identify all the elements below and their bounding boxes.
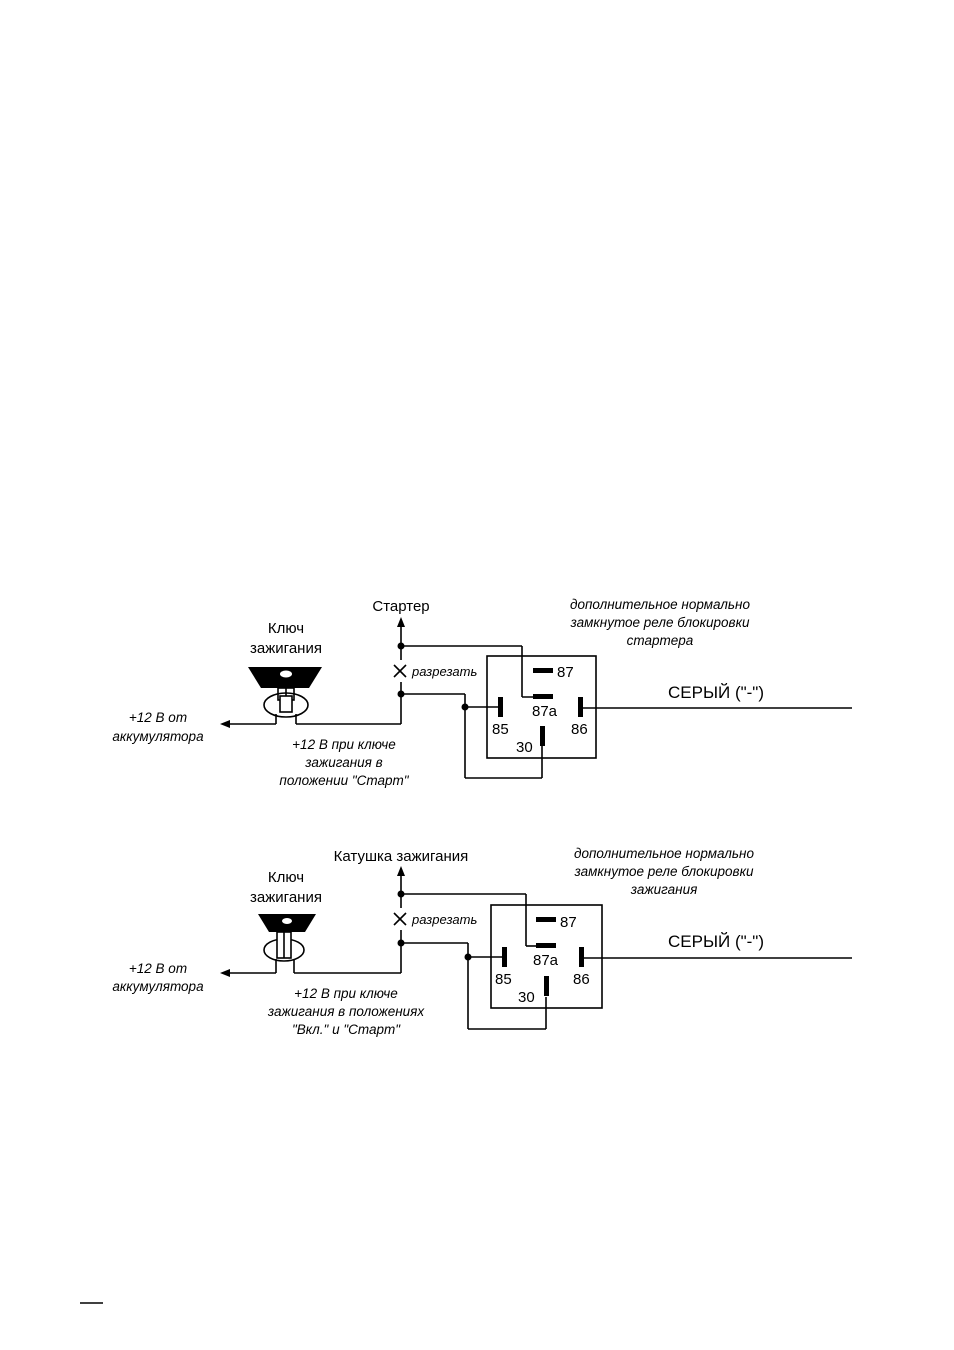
ignition-key-icon (248, 667, 322, 718)
ignition-position-line2: зажигания в положениях (267, 1004, 426, 1019)
cut-label: разрезать (411, 664, 477, 679)
cut-mark-icon (393, 912, 407, 926)
relay-description-line2: замкнутое реле блокировки (570, 615, 750, 630)
ignition-position-line1: +12 В при ключе (294, 986, 398, 1001)
relay-pin-30-label: 30 (518, 989, 535, 1006)
arrow-up-icon (397, 866, 405, 876)
relay-description-line1: дополнительное нормально (570, 597, 750, 612)
ignition-position-line2: зажигания в (304, 755, 382, 770)
arrow-left-icon (220, 720, 230, 728)
relay-description-line1: дополнительное нормально (574, 846, 754, 861)
battery-label-line2: аккумулятора (112, 729, 204, 744)
relay-pin-85-label: 85 (492, 721, 509, 738)
diagram-ignition-coil: Катушка зажигания Ключ зажигания +12 В о… (112, 846, 852, 1037)
ignition-key-label-line1: Ключ (268, 620, 304, 637)
relay-pin-87 (533, 668, 553, 673)
relay-pin-86 (579, 947, 584, 967)
ignition-key-icon (258, 914, 316, 962)
ignition-key-label-line1: Ключ (268, 869, 304, 886)
cut-label: разрезать (411, 912, 477, 927)
target-label: Катушка зажигания (334, 848, 469, 865)
relay-pin-86-label: 86 (573, 971, 590, 988)
relay-pin-86 (578, 697, 583, 717)
relay-pin-30-label: 30 (516, 739, 533, 756)
relay-pin-87a-label: 87a (533, 952, 559, 969)
target-label: Стартер (372, 598, 429, 615)
relay-pin-87a (536, 943, 556, 948)
relay-pin-86-label: 86 (571, 721, 588, 738)
ignition-key-label-line2: зажигания (250, 889, 322, 906)
ignition-position-line3: положении "Старт" (279, 773, 409, 788)
relay-pin-87 (536, 917, 556, 922)
ignition-key-label-line2: зажигания (250, 640, 322, 657)
battery-label-line2: аккумулятора (112, 979, 204, 994)
relay-description-line3: стартера (627, 633, 694, 648)
relay-pin-30 (544, 976, 549, 996)
battery-label-line1: +12 В от (129, 710, 187, 725)
relay-pin-87-label: 87 (560, 914, 577, 931)
relay-pin-87a (533, 694, 553, 699)
grey-wire-label: СЕРЫЙ ("-") (668, 932, 764, 951)
relay-pin-87a-label: 87a (532, 703, 558, 720)
arrow-up-icon (397, 617, 405, 627)
relay-box (490, 904, 603, 1009)
diagram-starter: Стартер Ключ зажигания +12 В от аккумуля… (112, 597, 852, 788)
relay-pin-85 (502, 947, 507, 967)
relay-description-line3: зажигания (630, 882, 698, 897)
relay-pin-87-label: 87 (557, 664, 574, 681)
battery-label-line1: +12 В от (129, 961, 187, 976)
arrow-left-icon (220, 969, 230, 977)
grey-wire-label: СЕРЫЙ ("-") (668, 683, 764, 702)
relay-pin-85 (498, 697, 503, 717)
cut-mark-icon (393, 664, 407, 678)
relay-pin-85-label: 85 (495, 971, 512, 988)
ignition-position-line3: "Вкл." и "Старт" (292, 1022, 401, 1037)
ignition-position-line1: +12 В при ключе (292, 737, 396, 752)
relay-box (486, 655, 597, 759)
relay-pin-30 (540, 726, 545, 746)
relay-description-line2: замкнутое реле блокировки (574, 864, 754, 879)
